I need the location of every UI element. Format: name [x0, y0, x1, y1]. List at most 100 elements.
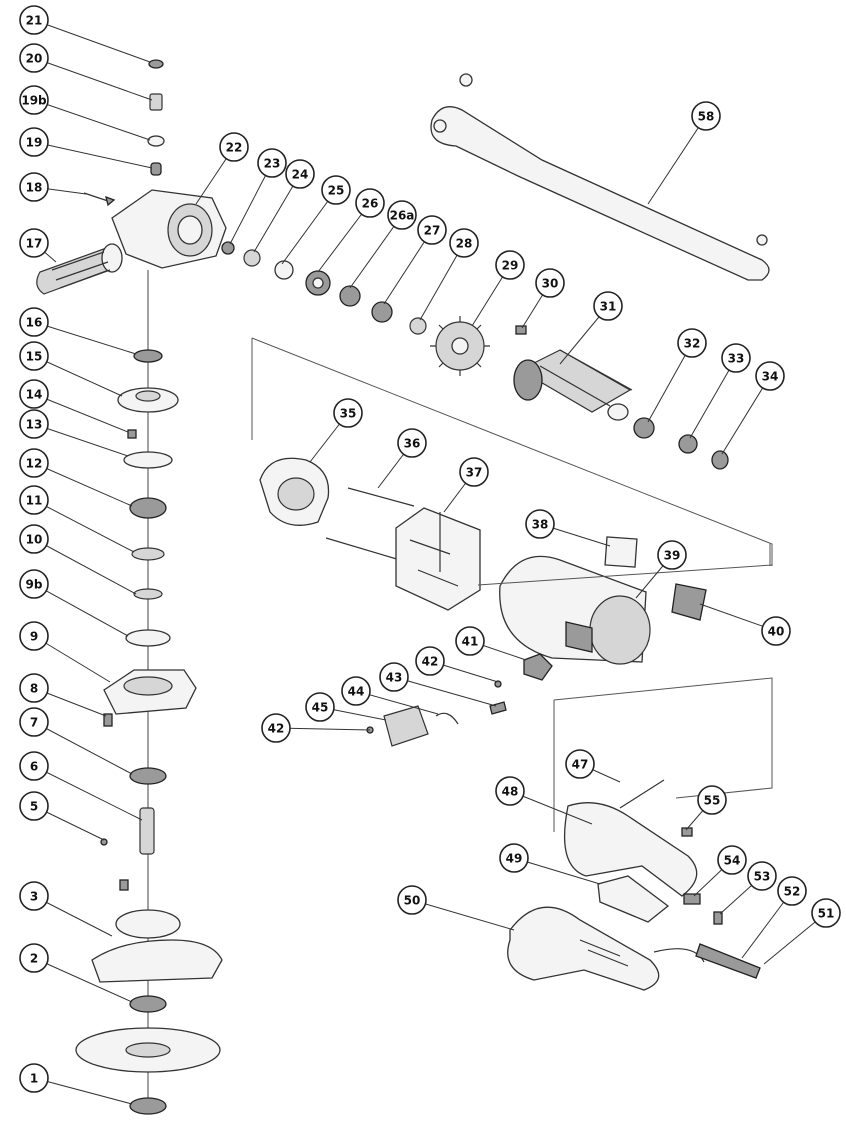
callout-circle	[355, 188, 385, 218]
callout-circle	[387, 200, 417, 230]
leader-line	[253, 173, 301, 253]
callouts: 212019b191817161514131211109b98765321222…	[19, 5, 841, 1105]
callout-number: 21	[26, 14, 43, 28]
callout-number: 5	[30, 800, 38, 814]
callout-circle	[677, 328, 707, 358]
callout-circle	[535, 268, 565, 298]
callout-circle	[19, 307, 49, 337]
callout-11: 11	[19, 485, 135, 553]
callout-40: 40	[699, 603, 791, 646]
callout-7: 7	[19, 707, 133, 775]
callout-number: 40	[768, 625, 785, 639]
callout-circle	[593, 291, 623, 321]
callout-circle	[657, 540, 687, 570]
callout-number: 1	[30, 1072, 38, 1086]
callout-number: 26	[362, 197, 379, 211]
callout-circle	[341, 676, 371, 706]
callout-circle	[397, 428, 427, 458]
leader-line	[33, 538, 137, 595]
callout-26a: 26a	[349, 200, 417, 289]
callout-55: 55	[685, 785, 727, 831]
callout-circle	[19, 43, 49, 73]
leader-line	[33, 99, 151, 141]
callout-36: 36	[377, 428, 427, 489]
callout-23: 23	[229, 148, 287, 245]
callout-9: 9	[19, 621, 111, 683]
leader-line	[33, 1077, 133, 1105]
callout-number: 53	[754, 870, 771, 884]
leader-line	[275, 727, 371, 731]
callout-48: 48	[495, 776, 593, 825]
callout-51: 51	[763, 898, 841, 965]
callout-38: 38	[525, 509, 611, 547]
callout-circle	[333, 398, 363, 428]
callout-circle	[721, 343, 751, 373]
leader-line	[513, 857, 601, 885]
callout-37: 37	[443, 457, 489, 513]
callout-number: 23	[264, 157, 281, 171]
leader-line	[33, 57, 153, 101]
leader-line	[349, 214, 403, 289]
leader-line	[33, 635, 111, 683]
callout-30: 30	[521, 268, 565, 329]
callout-circle	[19, 228, 49, 258]
callout-54: 54	[693, 845, 747, 897]
callout-number: 36	[404, 437, 421, 451]
callout-number: 8	[30, 682, 38, 696]
leader-line	[721, 375, 771, 455]
leader-line	[33, 321, 137, 355]
callout-5: 5	[19, 791, 105, 841]
callout-circle	[755, 361, 785, 391]
callout-circle	[777, 876, 807, 906]
callout-circle	[455, 626, 485, 656]
leader-line	[647, 342, 693, 423]
callout-number: 35	[340, 407, 357, 421]
callout-number: 44	[348, 685, 365, 699]
callout-circle	[285, 159, 315, 189]
callout-number: 3	[30, 890, 38, 904]
callout-circle	[459, 457, 489, 487]
callout-number: 43	[386, 671, 403, 685]
callout-circle	[691, 101, 721, 131]
callout-19b: 19b	[19, 85, 151, 141]
leader-line	[33, 355, 123, 397]
callout-number: 22	[226, 141, 243, 155]
callout-13: 13	[19, 409, 129, 457]
callout-number: 9	[30, 630, 38, 644]
callout-9b: 9b	[19, 569, 129, 637]
callout-28: 28	[419, 228, 479, 321]
callout-circle	[19, 5, 49, 35]
callout-circle	[397, 885, 427, 915]
leader-line	[281, 189, 337, 265]
callout-number: 52	[784, 885, 801, 899]
callout-circle	[321, 175, 351, 205]
callout-50: 50	[397, 885, 515, 931]
callout-number: 50	[404, 894, 421, 908]
callout-42: 42	[415, 646, 499, 683]
callout-number: 48	[502, 785, 519, 799]
callout-circle	[19, 621, 49, 651]
callout-circle	[495, 250, 525, 280]
callout-39: 39	[635, 540, 687, 599]
callout-22: 22	[195, 132, 249, 205]
callout-number: 13	[26, 418, 43, 432]
callout-number: 20	[26, 52, 43, 66]
callout-45: 45	[305, 692, 387, 722]
callout-circle	[19, 485, 49, 515]
callout-52: 52	[741, 876, 807, 959]
callout-number: 11	[26, 494, 43, 508]
callout-number: 9b	[26, 578, 43, 592]
callout-number: 24	[292, 168, 309, 182]
callout-circle	[305, 692, 335, 722]
callout-32: 32	[647, 328, 707, 423]
callout-34: 34	[721, 361, 785, 455]
callout-3: 3	[19, 881, 113, 937]
callout-29: 29	[471, 250, 525, 327]
callout-circle	[19, 409, 49, 439]
leader-line	[33, 462, 133, 507]
callout-number: 58	[698, 110, 715, 124]
leader-line	[689, 357, 737, 439]
callout-16: 16	[19, 307, 137, 355]
callout-27: 27	[383, 215, 447, 305]
